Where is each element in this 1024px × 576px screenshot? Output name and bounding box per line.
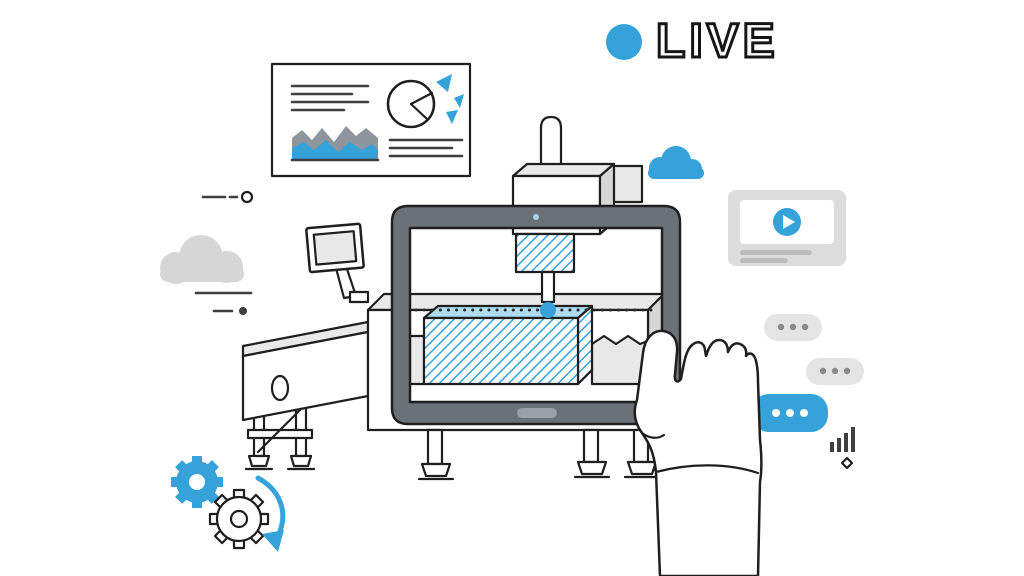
focus-dot-icon: [540, 302, 556, 318]
machine-legs: [417, 428, 661, 481]
bar-chart-icon: [830, 427, 855, 452]
refresh-arrow-icon: [255, 475, 286, 552]
camera-dot-icon: [533, 214, 539, 220]
conveyor-arm: [241, 320, 370, 422]
small-circle-icon: [240, 190, 254, 204]
small-dot-icon: [239, 307, 247, 315]
dashboard-text-lines-right: [388, 138, 464, 158]
typing-dots-icon: [772, 409, 808, 417]
cloud-blue-icon: [648, 146, 704, 179]
spindle-head-highlight: [514, 232, 576, 274]
workpiece-highlight: [422, 304, 594, 386]
wrist-line: [654, 464, 760, 475]
chat-bubble-gray-1: [764, 314, 822, 341]
dashboard-panel: [270, 62, 472, 178]
right-fixture: [590, 334, 652, 386]
thumb-crease: [640, 431, 666, 439]
typing-dots-icon: [819, 367, 851, 375]
video-player-card: [728, 190, 846, 266]
cloud-gray-icon: [160, 235, 253, 295]
diamond-icon: [840, 456, 854, 470]
typing-dots-icon: [777, 323, 809, 331]
area-chart-icon: [290, 126, 380, 162]
dashboard-text-lines: [290, 84, 370, 112]
dash-circle-decor-top: [201, 190, 254, 204]
live-badge: LIVE: [606, 15, 779, 68]
hand: [633, 329, 763, 576]
live-label: LIVE: [655, 15, 779, 68]
spindle-post: [539, 115, 563, 172]
home-button-icon: [517, 408, 557, 418]
gear-outline-icon: [208, 488, 270, 550]
pie-chart-icon: [386, 74, 464, 129]
live-dot-icon: [606, 24, 642, 60]
control-monitor: [305, 222, 370, 304]
spindle-rod: [540, 270, 556, 304]
chat-bubble-blue: [752, 394, 828, 432]
column-extension: [610, 164, 644, 204]
dash-circle-decor-mid: [212, 307, 247, 315]
gear-blue-icon: [171, 456, 223, 508]
left-support-frame: [244, 398, 316, 471]
chat-bubble-gray-2: [806, 358, 864, 385]
